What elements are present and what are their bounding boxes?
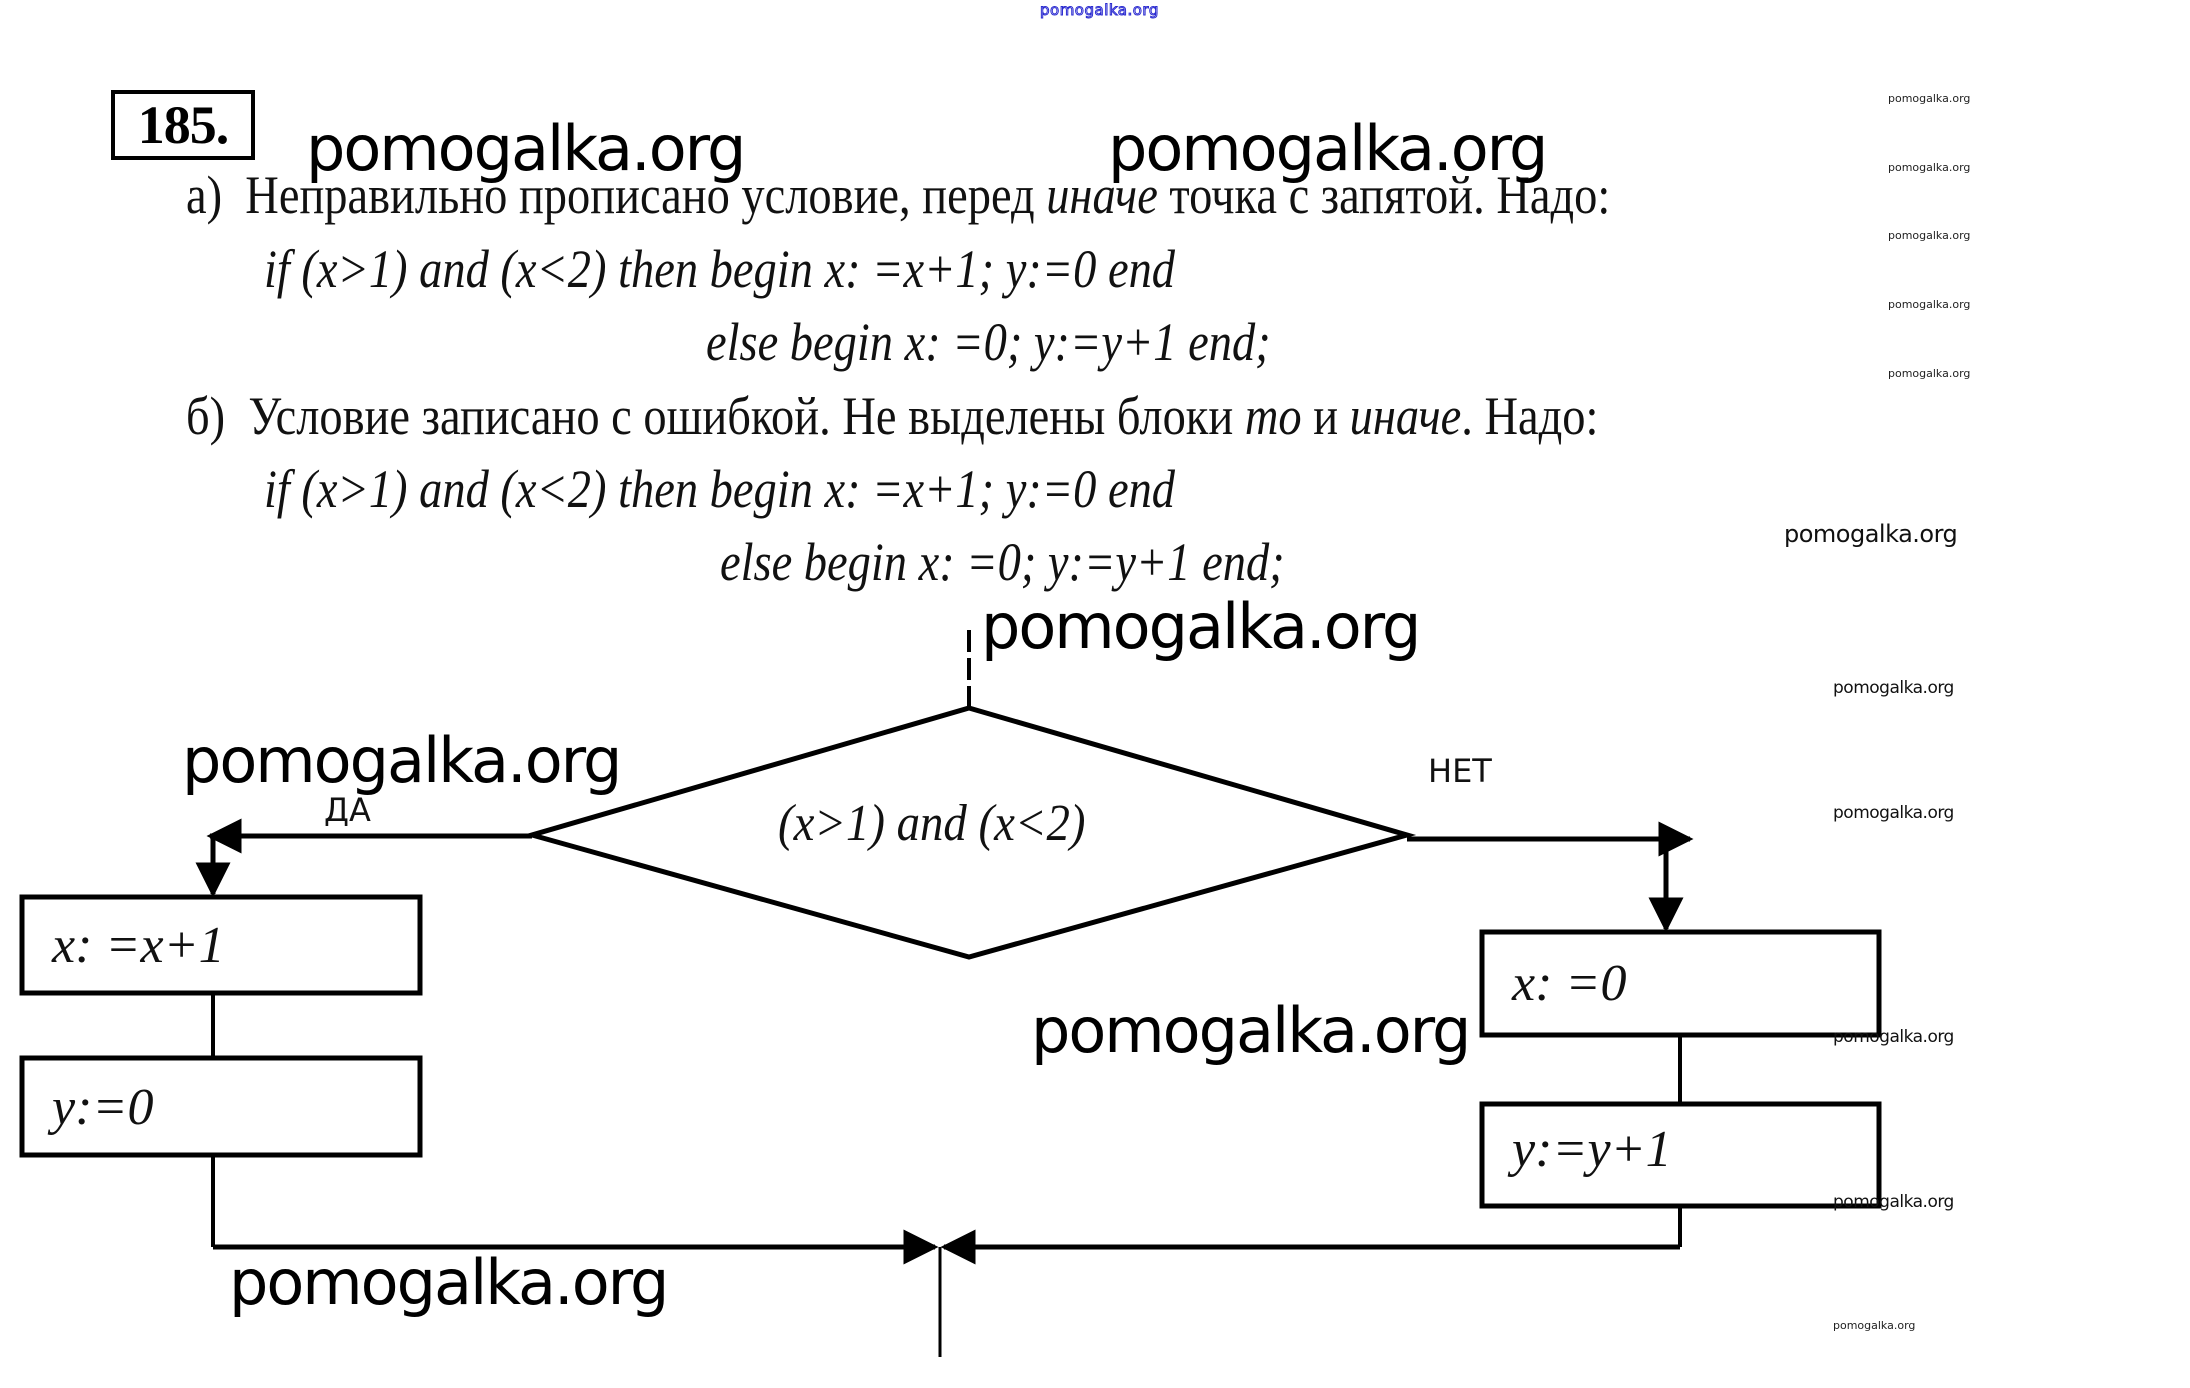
watermark-tiny: pomogalka.org bbox=[1888, 92, 1971, 105]
part-a-code-line-1: if (x>1) and (x<2) then begin x: =x+1; y… bbox=[264, 239, 1176, 299]
watermark-large: pomogalka.org bbox=[182, 724, 622, 797]
watermark-large: pomogalka.org bbox=[1031, 994, 1471, 1067]
yes-box-1 bbox=[19, 894, 423, 996]
no-box-2-text: y:=y+1 bbox=[1512, 1121, 1672, 1178]
no-label: НЕТ bbox=[1428, 752, 1492, 790]
yes-box-1-text: x: =x+1 bbox=[52, 917, 225, 974]
part-b-text-after: . Надо: bbox=[1461, 386, 1599, 446]
part-a-text-before: Неправильно прописано условие, перед bbox=[245, 165, 1047, 225]
yes-label: ДА bbox=[324, 791, 371, 829]
watermark-small: pomogalka.org bbox=[1833, 1192, 1954, 1212]
part-a-statement: а) Неправильно прописано условие, перед … bbox=[186, 168, 1610, 222]
part-b-statement: б) Условие записано с ошибкой. Не выделе… bbox=[186, 389, 1598, 443]
watermark-large: pomogalka.org bbox=[306, 112, 746, 185]
decision-diamond bbox=[522, 705, 1417, 960]
watermark-small: pomogalka.org bbox=[1833, 678, 1954, 698]
part-a-text-after: точка с запятой. Надо: bbox=[1157, 165, 1611, 225]
condition-label: (x>1) and (x<2) bbox=[778, 795, 1086, 852]
watermark-tiny: pomogalka.org bbox=[1833, 1319, 1916, 1332]
watermark-tiny: pomogalka.org bbox=[1888, 367, 1971, 380]
watermark-small: pomogalka.org bbox=[1833, 1027, 1954, 1047]
watermark-large: pomogalka.org bbox=[1108, 112, 1548, 185]
watermark-small: pomogalka.org bbox=[1833, 803, 1954, 823]
watermark-medium: pomogalka.org bbox=[1784, 520, 1958, 548]
top-watermark: pomogalka.org bbox=[1040, 1, 1159, 19]
yes-box-2-text: y:=0 bbox=[52, 1079, 154, 1136]
watermark-large: pomogalka.org bbox=[981, 590, 1421, 663]
watermark-tiny: pomogalka.org bbox=[1888, 161, 1971, 174]
watermark-large: pomogalka.org bbox=[229, 1246, 669, 1319]
watermark-tiny: pomogalka.org bbox=[1888, 298, 1971, 311]
part-b-text-italic-2: иначе bbox=[1349, 386, 1462, 446]
part-b-text-italic-1: то bbox=[1244, 386, 1302, 446]
watermark-tiny: pomogalka.org bbox=[1888, 229, 1971, 242]
part-b-code-line-1: if (x>1) and (x<2) then begin x: =x+1; y… bbox=[264, 459, 1176, 519]
no-box-1-text: x: =0 bbox=[1512, 955, 1627, 1012]
yes-box-2 bbox=[19, 1055, 423, 1158]
task-number: 185. bbox=[111, 90, 255, 160]
part-b-text-before: Условие записано с ошибкой. Не выделены … bbox=[248, 386, 1245, 446]
part-a-label: а) bbox=[186, 165, 223, 225]
part-b-text-mid: и bbox=[1301, 386, 1350, 446]
part-b-code-line-2: else begin x: =0; y:=y+1 end; bbox=[720, 532, 1285, 592]
part-b-label: б) bbox=[186, 386, 226, 446]
part-a-text-italic: иначе bbox=[1046, 165, 1158, 225]
part-a-code-line-2: else begin x: =0; y:=y+1 end; bbox=[706, 312, 1271, 372]
